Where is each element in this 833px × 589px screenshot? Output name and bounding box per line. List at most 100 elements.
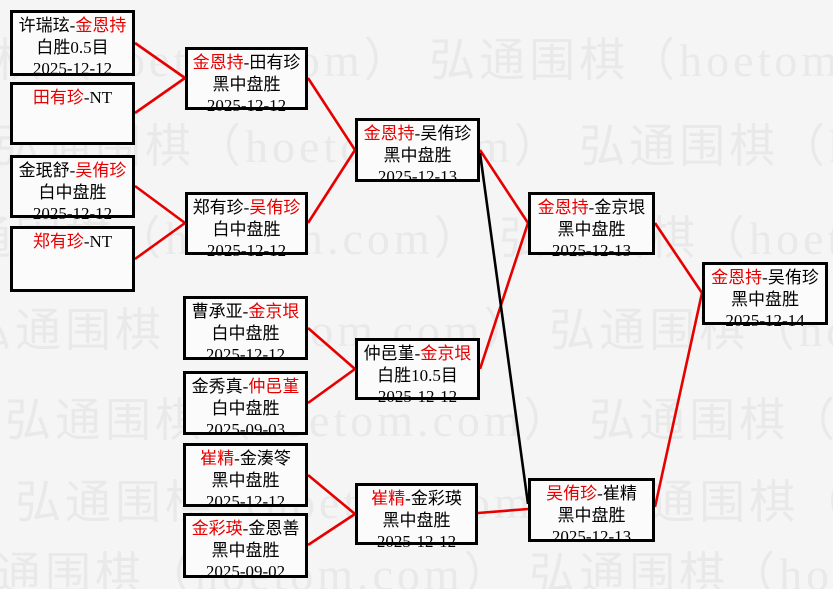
players-dash-separator: -	[762, 268, 768, 287]
match-box-r1-3[interactable]: 金珉舒-吴侑珍 白中盘胜 2025-12-12	[10, 155, 135, 223]
player1-name: 崔精	[371, 489, 406, 508]
player2-name: 金京垠	[594, 198, 646, 217]
player2-name: 金京垠	[420, 344, 472, 363]
match-date: 2025-12-12	[205, 492, 286, 511]
player1-name: 金恩持	[192, 53, 244, 72]
player2-name: NT	[89, 88, 113, 107]
players-dash-separator: -	[242, 302, 249, 321]
players-dash-separator: -	[242, 377, 249, 396]
match-box-r2-2[interactable]: 郑有珍-吴侑珍 白中盘胜 2025-12-12	[185, 192, 308, 260]
match-players: 金珉舒-吴侑珍	[13, 160, 132, 182]
match-date: 2025-12-12	[32, 204, 113, 223]
match-players: 曹承亚-金京垠	[186, 301, 305, 323]
match-result: 黑中盘胜	[383, 145, 452, 165]
match-result: 白中盘胜	[211, 323, 280, 343]
player2-name: 田有珍	[249, 53, 301, 72]
match-box-r2-4[interactable]: 崔精-金彩瑛 黑中盘胜 2025-12-12	[355, 483, 478, 551]
match-date: 2025-12-13	[377, 167, 458, 186]
match-date: 2025-12-12	[32, 59, 113, 78]
player2-name: 金京垠	[248, 302, 300, 321]
connector-red-line	[478, 222, 530, 370]
match-players: 金恩持-金京垠	[531, 197, 652, 219]
match-box-r3-2[interactable]: 金恩持-金京垠 黑中盘胜 2025-12-13	[528, 192, 655, 260]
player1-name: 崔精	[200, 449, 235, 468]
player2-name: 金恩持	[75, 16, 127, 35]
player1-name: 郑有珍	[192, 198, 244, 217]
connector-red-line	[653, 292, 704, 508]
match-players: 郑有珍-吴侑珍	[188, 197, 305, 219]
match-date: 2025-12-12	[206, 241, 287, 260]
player1-name: 曹承亚	[191, 302, 243, 321]
match-players: 田有珍-NT	[13, 87, 132, 109]
players-dash-separator: -	[588, 198, 595, 217]
match-date: 2025-09-02	[205, 562, 286, 581]
player1-name: 郑有珍	[32, 232, 84, 251]
connector-red-line	[306, 149, 357, 224]
match-box-r3-3[interactable]: 吴侑珍-崔精 黑中盘胜 2025-12-13	[528, 478, 655, 546]
players-dash-separator: -	[234, 449, 240, 468]
connector-black-line	[478, 152, 530, 505]
match-result: 白中盘胜	[211, 398, 280, 418]
match-date: 2025-12-12	[376, 532, 457, 551]
match-players: 许瑞玹-金恩持	[13, 15, 132, 37]
player1-name: 金秀真	[191, 377, 243, 396]
match-box-r2-3[interactable]: 仲邑堇-金京垠 白胜10.5目 2025-12-12	[355, 338, 480, 406]
player2-name: 金恩善	[248, 519, 300, 538]
match-box-r3-1[interactable]: 金恩持-吴侑珍 黑中盘胜 2025-12-13	[355, 118, 480, 186]
player2-name: 仲邑堇	[248, 377, 300, 396]
players-dash-separator: -	[414, 344, 421, 363]
match-box-r1-4[interactable]: 郑有珍-NT	[10, 226, 135, 292]
connector-red-line	[306, 77, 357, 151]
match-players: 郑有珍-NT	[13, 231, 132, 253]
match-box-final[interactable]: 金恩持-吴侑珍 黑中盘胜 2025-12-14	[702, 262, 828, 330]
match-players: 金恩持-吴侑珍	[705, 267, 825, 289]
match-box-r1-8[interactable]: 金彩瑛-金恩善 黑中盘胜 2025-09-02	[183, 513, 308, 581]
players-dash-separator: -	[69, 16, 76, 35]
player2-name: 崔精	[602, 484, 637, 503]
connector-red-line	[307, 327, 356, 370]
match-players: 金秀真-仲邑堇	[186, 376, 305, 398]
connector-red-line	[307, 367, 356, 405]
match-box-r1-6[interactable]: 金秀真-仲邑堇 白中盘胜 2025-09-03	[183, 371, 308, 439]
connector-red-line	[653, 222, 704, 294]
player1-name: 田有珍	[32, 88, 84, 107]
connector-red-line	[134, 41, 186, 80]
match-box-r2-1[interactable]: 金恩持-田有珍 黑中盘胜 2025-12-12	[185, 47, 308, 115]
match-result: 黑中盘胜	[557, 219, 626, 239]
connector-red-line	[307, 473, 356, 516]
match-result: 白胜10.5目	[377, 365, 458, 385]
match-box-r1-1[interactable]: 许瑞玹-金恩持 白胜0.5目 2025-12-12	[10, 10, 135, 78]
player1-name: 许瑞玹	[18, 16, 70, 35]
match-date: 2025-12-12	[377, 387, 458, 406]
player1-name: 金恩持	[711, 268, 763, 287]
player2-name: 吴侑珍	[767, 268, 819, 287]
match-result: 白中盘胜	[212, 219, 281, 239]
match-date: 2025-09-03	[205, 420, 286, 439]
match-players: 崔精-金湊笭	[186, 448, 305, 470]
players-dash-separator: -	[83, 88, 90, 107]
match-box-r1-7[interactable]: 崔精-金湊笭 黑中盘胜 2025-12-12	[183, 443, 308, 511]
connector-red-line	[307, 512, 356, 547]
players-dash-separator: -	[414, 124, 421, 143]
match-box-r1-5[interactable]: 曹承亚-金京垠 白中盘胜 2025-12-12	[183, 296, 308, 364]
match-date: 2025-12-13	[551, 527, 632, 546]
match-date: 2025-12-12	[206, 96, 287, 115]
match-players: 仲邑堇-金京垠	[358, 343, 477, 365]
players-dash-separator: -	[242, 519, 249, 538]
match-result: 黑中盘胜	[212, 74, 281, 94]
player2-name: 吴侑珍	[420, 124, 472, 143]
match-players: 吴侑珍-崔精	[531, 483, 652, 505]
match-players: 金恩持-田有珍	[188, 52, 305, 74]
player2-name: 吴侑珍	[75, 161, 127, 180]
match-players: 崔精-金彩瑛	[358, 488, 475, 510]
match-result: 黑中盘胜	[731, 289, 799, 309]
match-date: 2025-12-13	[551, 241, 632, 260]
player1-name: 金恩持	[363, 124, 415, 143]
player2-name: 金湊笭	[239, 449, 291, 468]
players-dash-separator: -	[243, 53, 250, 72]
player1-name: 金恩持	[537, 198, 589, 217]
match-box-r1-2[interactable]: 田有珍-NT	[10, 82, 135, 145]
match-result: 黑中盘胜	[557, 505, 626, 525]
